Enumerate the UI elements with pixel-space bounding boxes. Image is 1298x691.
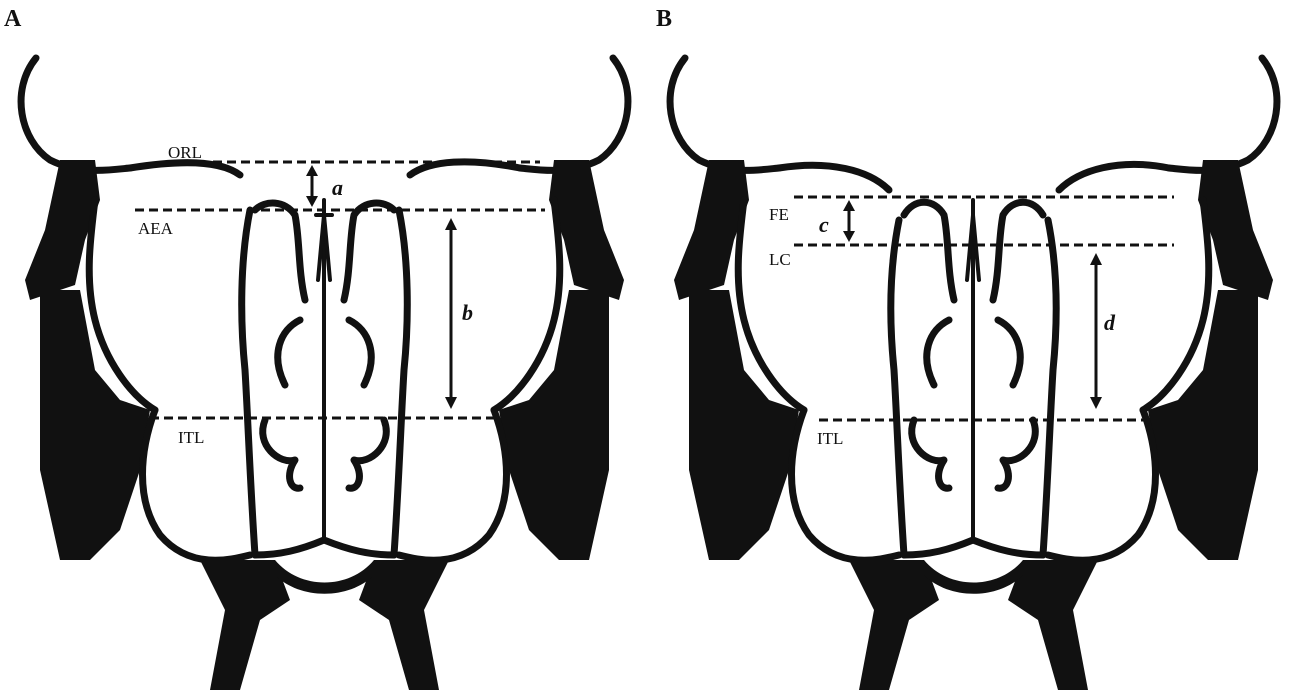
- sinus-diagram-b: FE LC ITL c d: [649, 0, 1298, 691]
- sinus-diagram-a: ORL AEA ITL a b: [0, 0, 649, 691]
- itl-label: ITL: [817, 429, 843, 448]
- orl-label: ORL: [168, 143, 202, 162]
- panel-b: B: [649, 0, 1298, 691]
- measurement-a-label: a: [332, 175, 343, 200]
- measurement-b: b: [445, 218, 473, 409]
- skull-outline: [670, 58, 1277, 690]
- measurement-c-label: c: [819, 212, 829, 237]
- itl-label: ITL: [178, 428, 204, 447]
- measurement-c: c: [819, 200, 855, 242]
- measurement-b-label: b: [462, 300, 473, 325]
- panel-a: A: [0, 0, 649, 691]
- fe-label: FE: [769, 205, 789, 224]
- measurement-d-label: d: [1104, 310, 1116, 335]
- skull-outline: [21, 58, 628, 690]
- measurement-d: d: [1090, 253, 1116, 409]
- aea-label: AEA: [138, 219, 174, 238]
- lc-label: LC: [769, 250, 791, 269]
